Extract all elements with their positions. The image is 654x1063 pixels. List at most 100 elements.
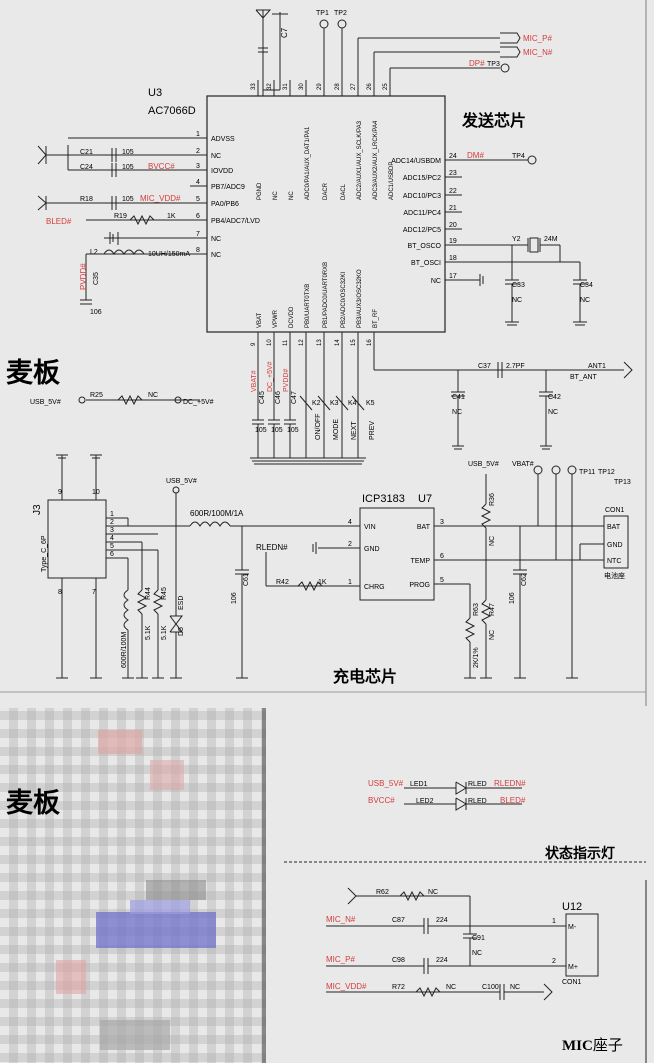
c45-value: 105 xyxy=(255,427,267,434)
esd-label: ESD xyxy=(178,596,185,610)
next-label: NEXT xyxy=(351,421,358,440)
u7-pin-name: GND xyxy=(364,546,380,553)
mic-p-net: MIC_P# xyxy=(523,34,552,43)
tp11-label: TP11 xyxy=(579,469,595,476)
u3-pin-number: 26 xyxy=(367,83,373,90)
mic-vdd-net-socket: MIC_VDD# xyxy=(326,982,367,991)
c35-label: C35 xyxy=(93,272,100,285)
r42-value: 1K xyxy=(318,579,327,586)
u3-pin-name: VBAT xyxy=(257,312,263,328)
vbat-net-u3: VBAT# xyxy=(251,370,258,392)
u3-pin-name: IOVDD xyxy=(211,168,233,175)
k3-label: K3 xyxy=(330,400,339,407)
c98-label: C98 xyxy=(392,957,405,964)
u3-pin-number: 29 xyxy=(317,83,323,90)
u12-pin1: 1 xyxy=(552,918,556,925)
c47-label: C47 xyxy=(291,391,298,404)
u3-pin-number: 6 xyxy=(196,213,200,220)
k4-label: K4 xyxy=(348,400,357,407)
u3-pin-number: 12 xyxy=(299,339,305,346)
status-led-wires xyxy=(284,781,646,863)
u12-pin-m-minus: M- xyxy=(568,924,577,931)
u3-pin-number: 2 xyxy=(196,148,200,155)
u12-body xyxy=(565,913,599,977)
r42-label: R42 xyxy=(276,579,289,586)
tp2-label: TP2 xyxy=(334,10,347,17)
bled-net: BLED# xyxy=(46,217,72,226)
r44-label: R44 xyxy=(145,587,152,600)
ground-symbols-bottom xyxy=(109,232,587,465)
y2-value: 24M xyxy=(544,236,558,243)
usb5v-net-led: USB_5V# xyxy=(368,779,404,788)
section-status-led: 状态指示灯 xyxy=(545,845,615,862)
u3-pin-name: ADC1/USBDP xyxy=(389,162,395,200)
c46-value: 105 xyxy=(271,427,283,434)
u7-pin-number: 5 xyxy=(440,577,444,584)
c21-value: 105 xyxy=(122,149,134,156)
u3-pin-number: 5 xyxy=(196,196,200,203)
u3-pin-name: PB3/AUX3/OSC32KO xyxy=(357,269,363,328)
r19-value: 1K xyxy=(167,213,176,220)
rled-label-1: RLED xyxy=(468,781,487,788)
charge-section-wires xyxy=(47,454,629,679)
u3-pin-name: NC xyxy=(431,278,441,285)
mic-socket-wires xyxy=(326,880,647,1063)
u7-pin-number: 3 xyxy=(440,519,444,526)
u7-pin-name: PROG xyxy=(409,582,430,589)
u3-pin-number: 8 xyxy=(196,247,200,254)
c98-value: 224 xyxy=(436,957,448,964)
onoff-label: ON/OFF xyxy=(315,414,322,440)
c24-label: C24 xyxy=(80,164,93,171)
section-mic-socket: MIC座子 xyxy=(562,1036,623,1054)
j3-label: J3 xyxy=(32,504,43,515)
u3-pin-name: NC xyxy=(211,153,221,160)
c42-label: C42 xyxy=(548,394,561,401)
u3-pin-name: PB0/UART0TXB xyxy=(305,284,311,328)
u7-part: ICP3183 xyxy=(362,493,405,505)
usb5v-net-r25: USB_5V# xyxy=(30,399,61,406)
u7-ref: U7 xyxy=(418,493,432,505)
u7-body xyxy=(359,507,435,601)
j3-pin-number: 5 xyxy=(110,543,114,550)
c7-label: C7 xyxy=(280,27,289,38)
pvdd-net-u3: PVDD# xyxy=(283,369,290,392)
c37-label: C37 xyxy=(478,363,491,370)
r47-label: R47 xyxy=(489,603,496,616)
mic-n-net: MIC_N# xyxy=(523,48,553,57)
c47-value: 105 xyxy=(287,427,299,434)
tp3-label: TP3 xyxy=(487,61,500,68)
c61-label: C61 xyxy=(243,573,250,586)
c35-value: 106 xyxy=(90,309,102,316)
u3-pin-name: PB2/ADC0/OSC32KI xyxy=(341,272,347,328)
c87-label: C87 xyxy=(392,917,405,924)
c7-capacitor-group xyxy=(255,9,288,96)
r72-label: R72 xyxy=(392,984,405,991)
u3-pin-name: NC xyxy=(289,191,295,200)
u3-ref: U3 xyxy=(148,87,162,99)
r62-label: R62 xyxy=(376,889,389,896)
u3-pin-number: 24 xyxy=(449,153,457,160)
j3-pin-number: 7 xyxy=(92,589,96,596)
con1-battery-box xyxy=(603,515,629,569)
j3-pin-number: 1 xyxy=(110,511,114,518)
r47-value: NC xyxy=(489,630,496,640)
c62-label: C62 xyxy=(521,573,528,586)
mic-socket-suffix: 座子 xyxy=(593,1036,623,1054)
j3-pin-number: 4 xyxy=(110,535,114,542)
u7-pin-number: 2 xyxy=(348,541,352,548)
u3-pin-name: PB4/ADC7/LVD xyxy=(211,218,260,225)
u3-pin-name: PB1/PADC0/UART0RXB xyxy=(323,262,329,328)
l4-value: 600R/100M xyxy=(121,632,128,668)
ferrite-value: 600R/100M/1A xyxy=(190,509,244,518)
usb5v-net-charge: USB_5V# xyxy=(166,478,197,485)
u3-pin-name: VPWR xyxy=(273,309,279,328)
pvdd-net: PVDD# xyxy=(79,263,88,290)
j3-part: Type_C_6P xyxy=(41,535,48,572)
u3-pin-name: ADC10/PC3 xyxy=(403,193,441,200)
rledn-net-led: RLEDN# xyxy=(494,779,526,788)
mode-label: MODE xyxy=(333,419,340,440)
r44-value: 5.1K xyxy=(145,625,152,640)
tp13-label: TP13 xyxy=(614,479,631,486)
u3-pin-number: 30 xyxy=(299,83,305,90)
